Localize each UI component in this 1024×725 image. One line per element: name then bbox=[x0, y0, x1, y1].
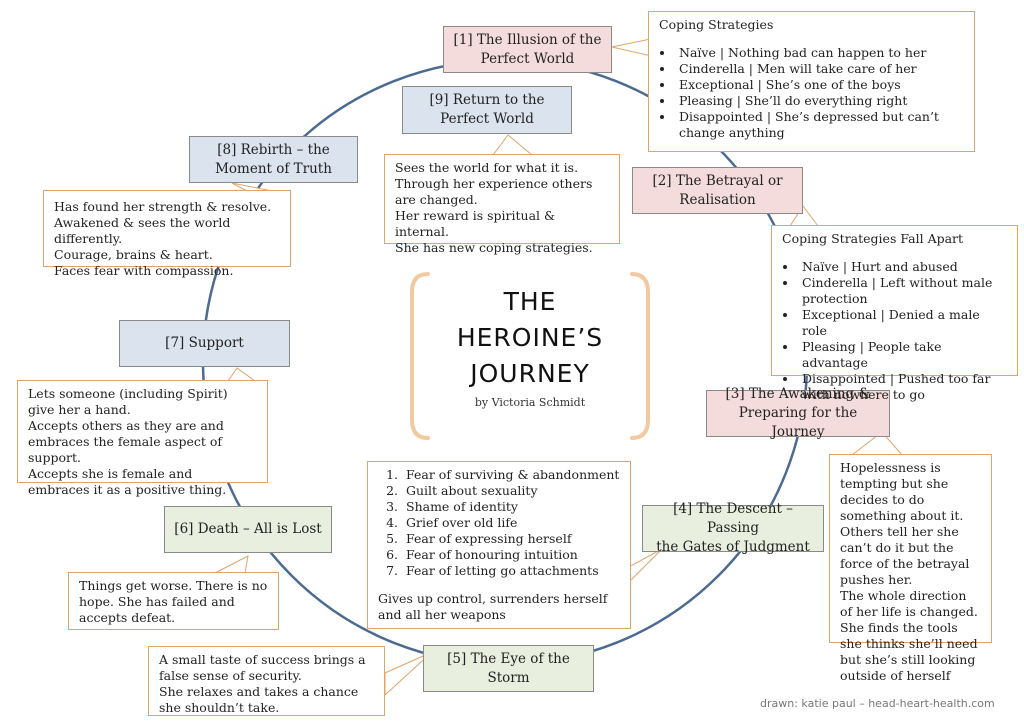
stage-5-line1: [5] The Eye of the bbox=[447, 650, 570, 667]
callout-eye-of-storm: A small taste of success brings a false … bbox=[148, 646, 385, 716]
callout-9-line: Her reward is spiritual & internal. bbox=[395, 208, 556, 239]
stage-3: [3] The Awakening & Preparing for the Jou… bbox=[706, 386, 890, 440]
callout-strategies-fall-apart: Coping Strategies Fall Apart Naïve | Hur… bbox=[771, 225, 1018, 402]
stage-2-line1: [2] The Betrayal or bbox=[652, 172, 783, 189]
callout-2-item: Disappointed | Pushed too far with nowhe… bbox=[798, 371, 1007, 403]
stage-3-line2: Preparing for the Journey bbox=[738, 405, 858, 440]
title-line-3: JOURNEY bbox=[470, 359, 590, 388]
callout-1-item: Exceptional | She’s one of the boys bbox=[675, 77, 964, 93]
callout-7-line: Lets someone (including Spirit) give her… bbox=[28, 386, 228, 417]
callout-4-footer: Gives up control, surrenders herself and… bbox=[378, 591, 608, 622]
callout-support: Lets someone (including Spirit) give her… bbox=[17, 380, 268, 497]
callout-death: Things get worse. There is no hope. She … bbox=[68, 572, 279, 630]
pointer-c6 bbox=[214, 555, 249, 574]
stage-7-line1: [7] Support bbox=[165, 335, 244, 351]
pointer-c9 bbox=[492, 134, 534, 156]
stage-9-line2: Perfect World bbox=[440, 111, 534, 127]
callout-5-line: A small taste of success brings a false … bbox=[159, 652, 366, 683]
callout-descent: Fear of surviving & abandonment Guilt ab… bbox=[367, 461, 631, 629]
stage-4-line2: the Gates of Judgment bbox=[656, 539, 810, 555]
title-left-bracket bbox=[410, 272, 430, 440]
callout-4-item: Guilt about sexuality bbox=[402, 483, 620, 499]
callout-1-item: Naïve | Nothing bad can happen to her bbox=[675, 45, 964, 61]
callout-4-item: Fear of letting go attachments bbox=[402, 563, 620, 579]
callout-1-item: Pleasing | She’ll do everything right bbox=[675, 93, 964, 109]
title-block: THE HEROINE’S JOURNEY by Victoria Schmid… bbox=[430, 284, 630, 409]
stage-2: [2] The Betrayal or Realisation bbox=[632, 167, 803, 214]
stage-6: [6] Death – All is Lost bbox=[164, 506, 332, 553]
callout-2-item: Naïve | Hurt and abused bbox=[798, 259, 1007, 275]
callout-3-line: Hopelessness is tempting but she decides… bbox=[840, 460, 964, 523]
stage-8-line2: Moment of Truth bbox=[215, 160, 332, 177]
callout-9-line: Through her experience others are change… bbox=[395, 176, 593, 207]
stage-9-line1: [9] Return to the bbox=[429, 92, 545, 108]
callout-1-item: Disappointed | She’s depressed but can’t… bbox=[675, 109, 964, 141]
callout-9-line: Sees the world for what it is. bbox=[395, 160, 579, 175]
callout-2-item: Exceptional | Denied a male role bbox=[798, 307, 1007, 339]
stage-8-line1: [8] Rebirth – the bbox=[217, 141, 330, 158]
callout-awakening: Hopelessness is tempting but she decides… bbox=[829, 454, 992, 683]
stage-4: [4] The Descent – Passing the Gates of Ju… bbox=[642, 501, 824, 555]
callout-2-item: Pleasing | People take advantage bbox=[798, 339, 1007, 371]
callout-rebirth: Has found her strength & resolve. Awaken… bbox=[43, 190, 291, 278]
stage-6-line1: [6] Death – All is Lost bbox=[174, 521, 322, 537]
callout-9-line: She has new coping strategies. bbox=[395, 240, 593, 255]
callout-3-line: She finds the tools she thinks she’ll ne… bbox=[840, 620, 978, 683]
callout-7-line: Accepts others as they are and embraces … bbox=[28, 418, 224, 465]
callout-8-line: Has found her strength & resolve. bbox=[54, 199, 272, 214]
callout-coping-strategies: Coping Strategies Naïve | Nothing bad ca… bbox=[648, 11, 975, 152]
callout-7-line: Accepts she is female and embraces it as… bbox=[28, 466, 227, 497]
title-line-2: HEROINE’S bbox=[456, 323, 604, 352]
stage-1-line1: [1] The Illusion of the bbox=[453, 31, 602, 48]
stage-7: [7] Support bbox=[119, 320, 290, 367]
callout-4-item: Fear of surviving & abandonment bbox=[402, 467, 620, 483]
callout-2-item: Cinderella | Left without male protectio… bbox=[798, 275, 1007, 307]
callout-8-line: Faces fear with compassion. bbox=[54, 263, 234, 278]
callout-3-line: Others tell her she can’t do it but the … bbox=[840, 524, 970, 587]
callout-4-item: Fear of honouring intuition bbox=[402, 547, 620, 563]
callout-6-line: Things get worse. There is no hope. She … bbox=[79, 578, 268, 625]
stage-1-line2: Perfect World bbox=[480, 50, 575, 67]
callout-4-item: Fear of expressing herself bbox=[402, 531, 620, 547]
callout-1-heading: Coping Strategies bbox=[659, 17, 774, 32]
title-line-1: THE bbox=[503, 287, 557, 316]
title-byline: by Victoria Schmidt bbox=[474, 396, 586, 409]
callout-3-line: The whole direction of her life is chang… bbox=[840, 588, 978, 619]
callout-1-item: Cinderella | Men will take care of her bbox=[675, 61, 964, 77]
callout-8-line: Courage, brains & heart. bbox=[54, 247, 213, 262]
callout-2-heading: Coping Strategies Fall Apart bbox=[782, 231, 964, 246]
stage-5-line2: Storm bbox=[487, 669, 530, 686]
callout-4-item: Grief over old life bbox=[402, 515, 620, 531]
credit-text: drawn: katie paul – head-heart-health.co… bbox=[760, 697, 995, 710]
callout-return: Sees the world for what it is. Through h… bbox=[384, 154, 620, 255]
callout-4-item: Shame of identity bbox=[402, 499, 620, 515]
callout-5-line: She relaxes and takes a chance she shoul… bbox=[159, 684, 359, 715]
callout-8-line: Awakened & sees the world differently. bbox=[54, 215, 231, 246]
title-right-bracket bbox=[630, 272, 650, 440]
stage-4-line1: [4] The Descent – Passing bbox=[673, 501, 793, 536]
stage-3-line1: [3] The Awakening & bbox=[725, 386, 871, 402]
pointer-c5 bbox=[384, 651, 433, 697]
stage-2-line2: Realisation bbox=[679, 191, 756, 208]
